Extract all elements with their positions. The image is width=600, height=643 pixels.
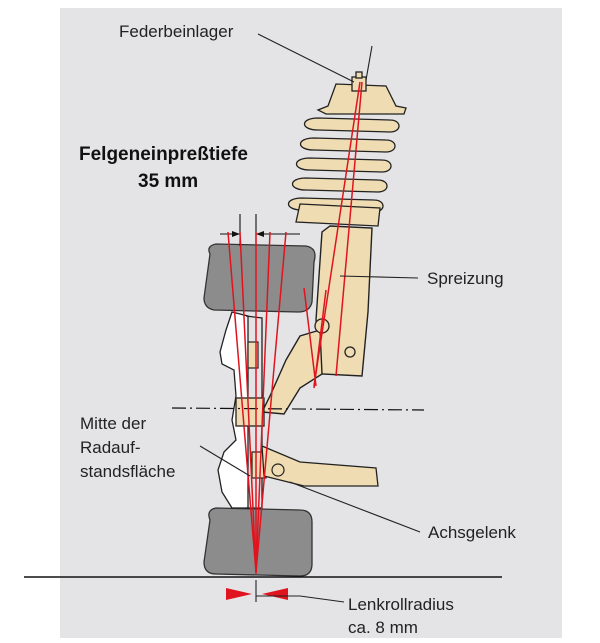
title-line-2: 35 mm: [138, 171, 199, 192]
strut-bolt-lower: [344, 346, 356, 358]
label-lenkroll-line-2: ca. 8 mm: [348, 618, 418, 637]
label-federbeinlager: Federbeinlager: [119, 22, 234, 41]
scrub-arrow-left: [226, 588, 252, 600]
title-line-1: Felgeneinpreßtiefe: [79, 144, 248, 165]
label-lenkroll-line-1: Lenkrollradius: [348, 595, 454, 614]
wheel-axis-line: [171, 407, 425, 411]
ball-joint: [271, 463, 285, 477]
dim-arrow-right: [256, 231, 264, 237]
brake-caliper: [247, 341, 259, 369]
rim: [217, 311, 249, 509]
rim-offset-dimension: [220, 214, 300, 246]
spring-seat: [295, 203, 381, 227]
label-spreizung: Spreizung: [427, 269, 504, 288]
strut-body: [315, 225, 373, 377]
label-mitte-line-1: Mitte der: [80, 414, 147, 433]
dim-arrow-left: [232, 231, 240, 237]
wheel-hub: [235, 397, 265, 427]
label-mitte-line-3: standsfläche: [80, 462, 176, 481]
strut-top-mount: [316, 71, 407, 115]
leader-lines: [199, 33, 421, 603]
tire-top: [203, 243, 316, 313]
label-mitte-line-2: Radauf-: [80, 438, 141, 457]
red-geometry-lines: [227, 81, 363, 574]
label-achsgelenk: Achsgelenk: [428, 523, 516, 542]
coil-spring: [287, 117, 400, 213]
scrub-arrow-right: [262, 588, 288, 600]
